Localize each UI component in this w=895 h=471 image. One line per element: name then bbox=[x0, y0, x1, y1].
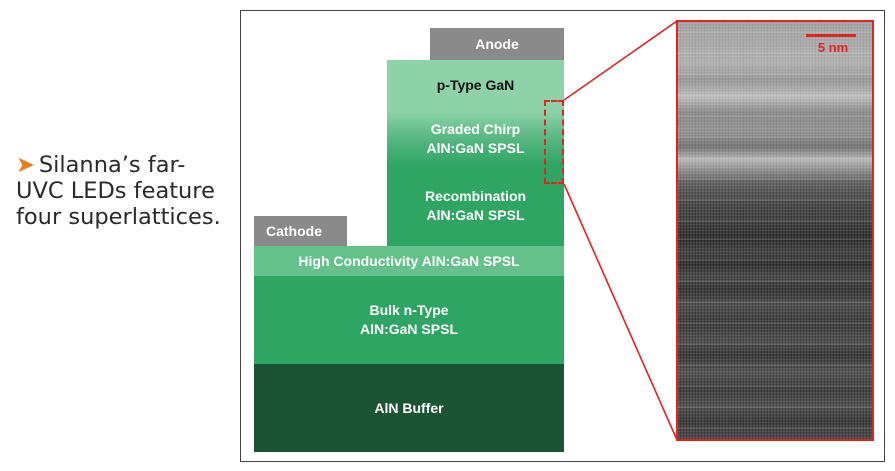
recombination-label-line1: Recombination bbox=[424, 188, 527, 204]
recombination-label-line2: AlN:GaN SPSL bbox=[426, 207, 525, 223]
high-conductivity-layer: High Conductivity AlN:GaN SPSL bbox=[254, 246, 564, 276]
scale-bar-label: 5 nm bbox=[817, 40, 849, 55]
graded-chirp-label-line2: AlN:GaN SPSL bbox=[426, 139, 525, 156]
caption-text: Silanna’s far-UVC LEDs feature four supe… bbox=[16, 152, 221, 230]
aln-buffer-label: AlN Buffer bbox=[374, 399, 444, 416]
p-type-gan-layer: p-Type GaN bbox=[387, 60, 564, 111]
anode-label: Anode bbox=[475, 36, 519, 52]
recombination-layer: Recombination AlN:GaN SPSL bbox=[387, 166, 564, 246]
tem-micrograph-image bbox=[676, 20, 874, 441]
scale-bar bbox=[806, 34, 856, 37]
cathode-contact: Cathode bbox=[254, 216, 347, 246]
aln-buffer-layer: AlN Buffer bbox=[254, 364, 564, 452]
p-type-gan-label: p-Type GaN bbox=[436, 77, 515, 93]
bulk-n-type-label-line1: Bulk n-Type bbox=[369, 302, 449, 318]
micrograph-lattice-texture bbox=[678, 22, 872, 439]
arrow-icon: ➤ bbox=[16, 152, 35, 178]
anode-contact: Anode bbox=[430, 28, 564, 60]
zoom-highlight-box bbox=[544, 100, 564, 184]
micrograph-superlattice-bands bbox=[678, 22, 872, 439]
graded-chirp-label-line1: Graded Chirp bbox=[430, 120, 521, 137]
bulk-n-type-layer: Bulk n-Type AlN:GaN SPSL bbox=[254, 276, 564, 364]
graded-chirp-layer: Graded Chirp AlN:GaN SPSL bbox=[387, 111, 564, 166]
caption: ➤Silanna’s far-UVC LEDs feature four sup… bbox=[16, 152, 231, 230]
cathode-label: Cathode bbox=[266, 223, 322, 239]
bulk-n-type-label-line2: AlN:GaN SPSL bbox=[359, 321, 458, 337]
high-conductivity-label: High Conductivity AlN:GaN SPSL bbox=[298, 252, 520, 269]
